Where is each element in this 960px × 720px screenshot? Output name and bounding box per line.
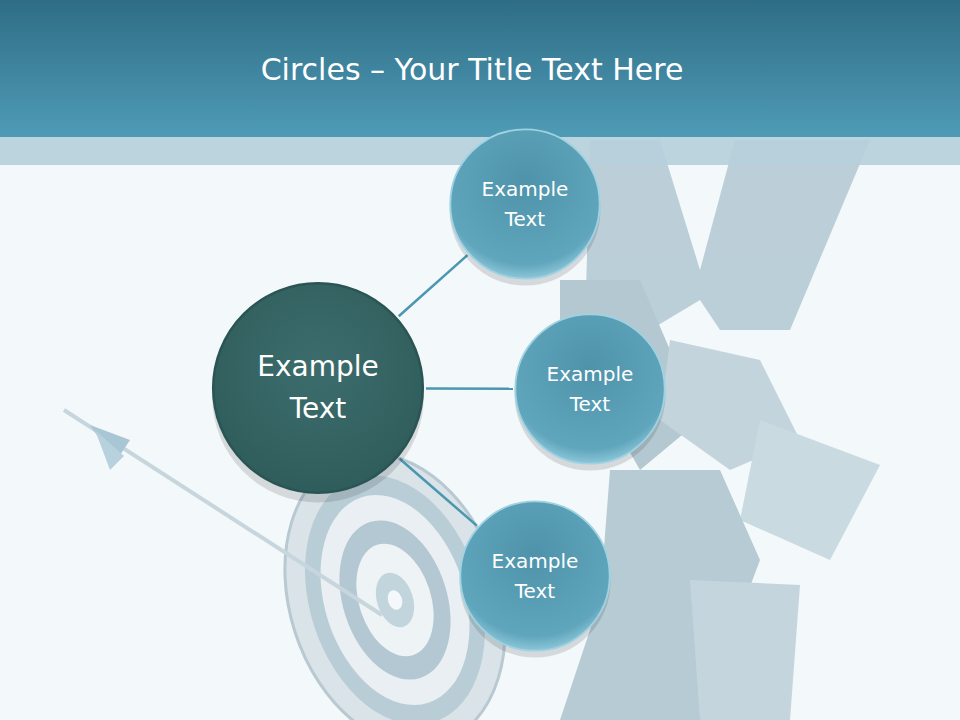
connector-line [400,459,477,526]
satellite-circle: Example Text [513,312,667,466]
node-label: Example Text [257,346,378,430]
connector-line [399,255,468,316]
node-label: Example Text [492,546,579,606]
node-label: Example Text [547,359,634,419]
node-label: Example Text [482,174,569,234]
connector-line [426,387,513,390]
satellite-circle: Example Text [458,499,612,653]
hub-circle: Example Text [210,280,426,496]
circle-outline [210,280,426,496]
circle-outline [448,127,602,281]
header-band [0,0,960,137]
circle-outline [513,312,667,466]
satellite-circle: Example Text [448,127,602,281]
slide-title: Circles – Your Title Text Here [0,52,944,87]
circle-outline [458,499,612,653]
